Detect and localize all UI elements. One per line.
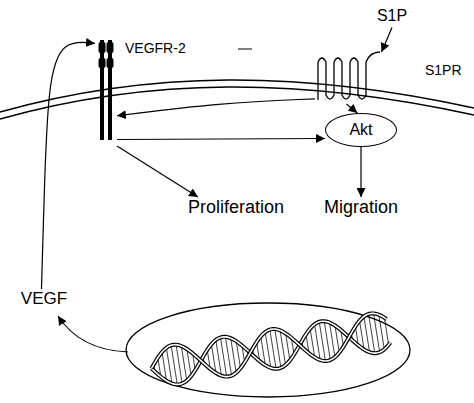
dna-strand-core [148,311,391,388]
dna-rung [225,337,231,376]
signal-arrow [41,42,95,289]
dna-strand [148,311,391,388]
dna-rung [315,324,321,360]
secretion-arrow [58,316,128,352]
ligand-label: VEGF [19,289,69,311]
signal-arrow [117,139,325,140]
dna-strand-core [148,311,391,388]
dna-helix [148,311,391,388]
signal-arrow [117,146,198,197]
node-label: VEGF [19,289,69,309]
vegfr-receptor [99,40,114,140]
membrane-mark [238,49,252,50]
dna-rung [379,315,384,350]
dna-rung [231,338,236,373]
node-label: Akt [349,121,372,139]
dna-rung [364,316,370,352]
dna-strand [148,311,391,388]
dna-rung [280,330,285,365]
dna-rung [220,337,226,376]
dna-rung [329,323,334,358]
dna-rung [171,345,177,384]
membrane-line [0,80,474,112]
dna-rung [265,332,271,368]
dna-rung [374,313,380,352]
dna-rung [319,322,325,361]
s1pr-receptor-node: S1PR [315,52,385,104]
dna-rung [324,321,330,360]
dna-rung [270,330,276,369]
node-label: Migration [322,197,400,218]
akt-oval: Akt [325,113,397,147]
dna-rung [166,348,172,384]
nucleus [126,303,410,397]
signal-arrow [360,147,361,197]
s1pr-receptor [318,52,380,100]
node-label: VEGFR-2 [125,40,186,56]
node-label: S1PR [425,62,462,78]
dna-rung [369,314,375,353]
dna-rung [384,318,388,345]
node-label: S1P [375,7,409,25]
outcome-label: Proliferation [186,197,286,220]
dna-rung [275,329,281,368]
membrane-line [0,87,474,119]
node-label: Proliferation [186,197,286,218]
dna-rung [216,340,222,376]
vegfr-receptor-node: VEGFR-2 [95,38,117,146]
dna-rung [176,345,182,384]
dna-rung [181,346,186,381]
signal-arrow [117,99,315,116]
signal-arrow [382,27,393,52]
outcome-label: Migration [322,197,400,220]
signal-arrow [347,104,358,113]
ligand-label: S1P [375,7,409,27]
